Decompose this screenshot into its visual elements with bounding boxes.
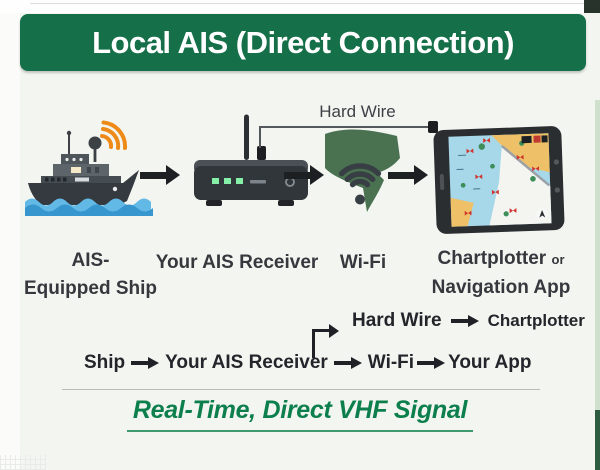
arrow-right-icon <box>417 357 446 369</box>
tagline-wrap: Real-Time, Direct VHF Signal <box>0 396 600 432</box>
ship-label-line1: AIS- <box>71 250 110 271</box>
receiver-label: Your AIS Receiver <box>155 252 319 273</box>
arrow-right-icon <box>131 357 160 369</box>
right-edge-light-sliver <box>595 100 600 410</box>
radio-signal-icon <box>100 120 128 150</box>
wifi-label: Wi-Fi <box>339 252 387 273</box>
chartplotter-label-line2: Navigation App <box>431 277 571 298</box>
top-right-corner-notch <box>584 0 600 13</box>
flow-receiver: Your AIS Receiver <box>165 352 328 373</box>
ship-label-line2: Equipped Ship <box>24 278 157 299</box>
hard-wire-cable-vertical <box>259 126 261 148</box>
chartplotter-label-main: Chartplotter <box>437 248 547 269</box>
hard-wire-cable <box>259 126 429 128</box>
elbow-arrow-icon <box>312 322 344 358</box>
ais-receiver-icon <box>186 112 318 208</box>
arrow-right-icon <box>388 165 428 185</box>
chartplotter-label: Chartplotter or Navigation App <box>418 245 584 302</box>
top-border-line <box>30 3 586 4</box>
flow-wifi: Wi-Fi <box>367 352 415 373</box>
arrow-right-icon <box>140 165 180 185</box>
hard-wire-plug-icon <box>428 121 438 133</box>
arrow-right-icon <box>284 165 324 185</box>
chartplotter-tablet-icon <box>431 122 569 241</box>
hard-wire-label: Hard Wire <box>319 102 396 121</box>
chartplotter-label-or: or <box>551 252 565 267</box>
flow-branch-row: Hard Wire Chartplotter <box>352 310 585 332</box>
flow-main-row: Ship Your AIS Receiver Wi-Fi Your App <box>84 352 531 374</box>
right-edge-dark-sliver <box>595 410 600 470</box>
header-banner: Local AIS (Direct Connection) <box>20 14 586 71</box>
flow-hard-wire: Hard Wire <box>352 310 442 331</box>
wifi-icon <box>320 128 405 220</box>
bottom-left-grid-artifact <box>0 455 46 470</box>
page-title: Local AIS (Direct Connection) <box>92 24 514 60</box>
flow-your-app: Your App <box>448 352 532 373</box>
wifi-green-blob <box>325 129 400 212</box>
section-divider <box>62 389 540 390</box>
flow-chartplotter: Chartplotter <box>487 311 585 330</box>
flow-ship: Ship <box>84 352 126 373</box>
top-white-strip <box>0 0 600 13</box>
arrow-right-icon <box>450 315 479 327</box>
ais-equipped-ship-icon <box>25 116 155 216</box>
tagline: Real-Time, Direct VHF Signal <box>126 396 474 432</box>
arrow-right-icon <box>333 357 362 369</box>
ship-label: AIS- Equipped Ship <box>8 247 173 303</box>
left-white-strip <box>0 13 20 470</box>
